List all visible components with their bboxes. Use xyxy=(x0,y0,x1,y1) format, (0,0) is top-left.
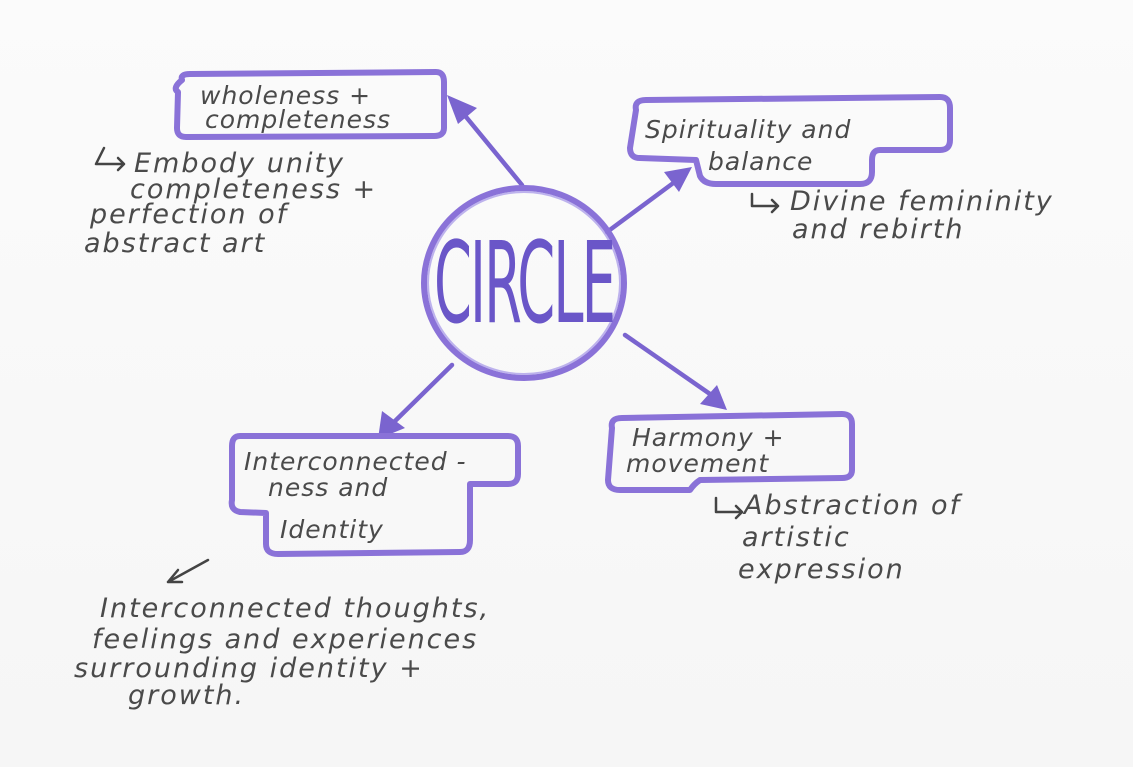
note-wholeness-line1: Embody unity xyxy=(134,148,345,179)
note-harmony: Abstraction of artistic expression xyxy=(714,490,963,585)
box-wholeness-line1: wholeness + xyxy=(200,81,371,110)
note-interconnected-line2: feelings and experiences xyxy=(92,624,478,655)
box-spirituality-line1: Spirituality and xyxy=(645,115,851,144)
box-harmony-border xyxy=(605,411,855,493)
box-spirituality-border xyxy=(627,94,953,187)
box-wholeness-border xyxy=(172,69,447,140)
arrow-interconnected-icon xyxy=(378,411,405,439)
center-label: CIRCLE xyxy=(434,219,614,349)
note-interconnected-line3: surrounding identity + xyxy=(74,653,424,684)
box-interconnected-border xyxy=(228,433,521,557)
note-wholeness-line3: perfection of xyxy=(89,199,290,230)
box-wholeness: wholeness + completeness xyxy=(172,69,447,140)
box-interconnected-line2: ness and xyxy=(268,473,388,502)
center-circle-highlight xyxy=(427,191,621,375)
connector-spirituality xyxy=(604,178,679,235)
note-interconnected-line4: growth. xyxy=(128,680,245,711)
note-interconnected-line1: Interconnected thoughts, xyxy=(100,593,490,624)
connector-interconnected xyxy=(389,362,455,427)
box-harmony-line1: Harmony + xyxy=(632,423,785,452)
box-interconnected-line3: Identity xyxy=(280,515,384,544)
hook-arrow-harmony-icon xyxy=(714,496,744,520)
note-wholeness-line2: completeness + xyxy=(130,174,377,205)
arrow-spirituality-icon xyxy=(664,167,692,192)
box-spirituality: Spirituality and balance xyxy=(627,94,953,187)
note-harmony-line1: Abstraction of xyxy=(742,490,963,521)
note-wholeness-line4: abstract art xyxy=(84,228,266,259)
connector-wholeness xyxy=(459,109,525,188)
box-harmony: Harmony + movement xyxy=(605,411,855,493)
note-spirituality-line2: and rebirth xyxy=(792,214,965,245)
hook-arrow-spirituality-icon xyxy=(750,192,780,214)
box-interconnected: Interconnected - ness and Identity xyxy=(228,433,521,557)
box-spirituality-line2: balance xyxy=(708,147,813,176)
connectors xyxy=(378,95,727,439)
arrow-harmony-icon xyxy=(700,385,727,410)
box-interconnected-line1: Interconnected - xyxy=(244,447,467,476)
box-wholeness-line2: completeness xyxy=(205,105,391,134)
note-interconnected: Interconnected thoughts, feelings and ex… xyxy=(74,558,490,711)
note-harmony-line2: artistic xyxy=(742,522,851,553)
center-node: CIRCLE xyxy=(421,185,627,381)
note-harmony-line3: expression xyxy=(738,554,905,585)
center-circle xyxy=(421,185,627,381)
arrow-wholeness-icon xyxy=(447,95,477,124)
connector-harmony xyxy=(622,332,713,397)
note-wholeness: Embody unity completeness + perfection o… xyxy=(84,146,377,259)
box-harmony-line2: movement xyxy=(626,449,769,478)
note-spirituality-line1: Divine femininity xyxy=(790,186,1054,217)
hook-arrow-wholeness-icon xyxy=(94,146,126,172)
diagonal-arrow-interconnected-icon xyxy=(166,558,210,584)
note-spirituality: Divine femininity and rebirth xyxy=(750,186,1054,245)
